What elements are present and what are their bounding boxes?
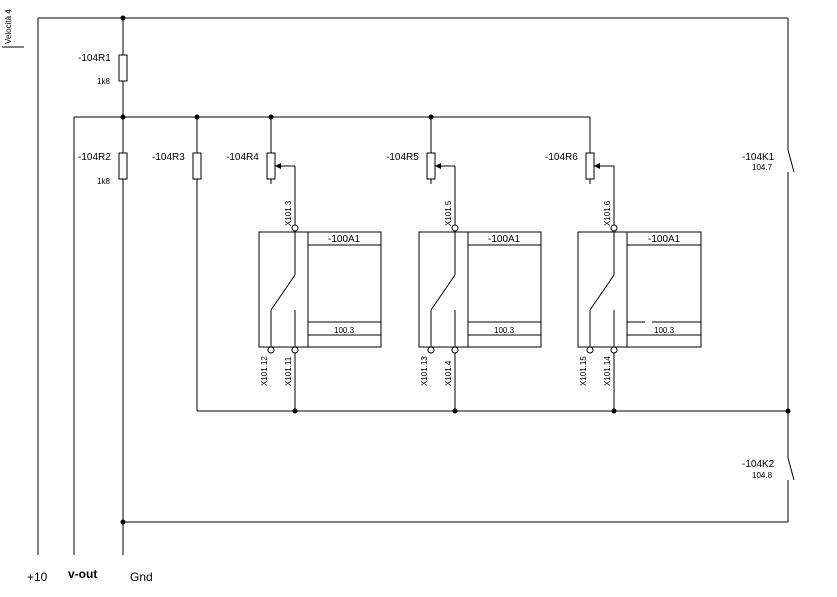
potentiometer-r5-label: -104R5 <box>386 152 419 163</box>
module-3-ref: 100.3 <box>654 326 675 335</box>
resistor-r2: -104R2 1k8 <box>78 152 128 186</box>
resistor-r1: -104R1 1k8 <box>78 53 128 86</box>
module-1-pin-bl: X101.12 <box>260 356 269 386</box>
potentiometer-r4-label: -104R4 <box>226 152 259 163</box>
module-3-pin-bl: X101.15 <box>579 356 588 386</box>
resistor-r3: -104R3 <box>152 152 202 180</box>
module-1-ref: 100.3 <box>334 326 355 335</box>
module-3-name: -100A1 <box>648 234 681 245</box>
potentiometer-r4: -104R4 <box>226 152 281 184</box>
module-1: -100A1 100.3 X101.3 X101.12 X101.11 <box>258 200 382 386</box>
potentiometer-r6: -104R6 <box>545 152 600 184</box>
contact-k2-ref: 104.8 <box>752 471 773 480</box>
module-1-name: -100A1 <box>328 234 361 245</box>
module-3: -100A1 100.3 X101.6 X101.15 X101.14 <box>577 200 702 386</box>
module-2: -100A1 100.3 X101.5 X101.13 X101.4 <box>418 200 542 386</box>
rail-label-plus10: +10 <box>27 570 48 584</box>
wires <box>37 17 789 555</box>
rail-label-gnd: Gnd <box>130 570 153 584</box>
contact-k1: -104K1 104.7 <box>742 149 795 173</box>
potentiometer-r6-label: -104R6 <box>545 152 578 163</box>
page-title: Velocità 4 <box>4 9 13 44</box>
contact-k1-label: -104K1 <box>742 152 775 163</box>
resistor-r2-label: -104R2 <box>78 152 111 163</box>
junctions <box>120 15 791 525</box>
module-1-pin-top: X101.3 <box>284 200 293 226</box>
module-1-pin-br: X101.11 <box>284 356 293 386</box>
contact-k2-label: -104K2 <box>742 459 775 470</box>
module-2-name: -100A1 <box>488 234 521 245</box>
potentiometer-r5: -104R5 <box>386 152 441 184</box>
module-2-pin-br: X101.4 <box>444 360 453 386</box>
module-2-pin-bl: X101.13 <box>420 356 429 386</box>
contact-k1-ref: 104.7 <box>752 163 773 172</box>
rail-label-vout: v-out <box>68 567 97 581</box>
module-2-pin-top: X101.5 <box>444 200 453 226</box>
resistor-r2-value: 1k8 <box>97 177 110 186</box>
resistor-r1-value: 1k8 <box>97 77 110 86</box>
module-2-ref: 100.3 <box>494 326 515 335</box>
resistor-r1-label: -104R1 <box>78 53 111 64</box>
contact-k2: -104K2 104.8 <box>742 457 795 481</box>
resistor-r3-label: -104R3 <box>152 152 185 163</box>
module-3-pin-br: X101.14 <box>603 356 612 386</box>
module-3-pin-top: X101.6 <box>603 200 612 226</box>
